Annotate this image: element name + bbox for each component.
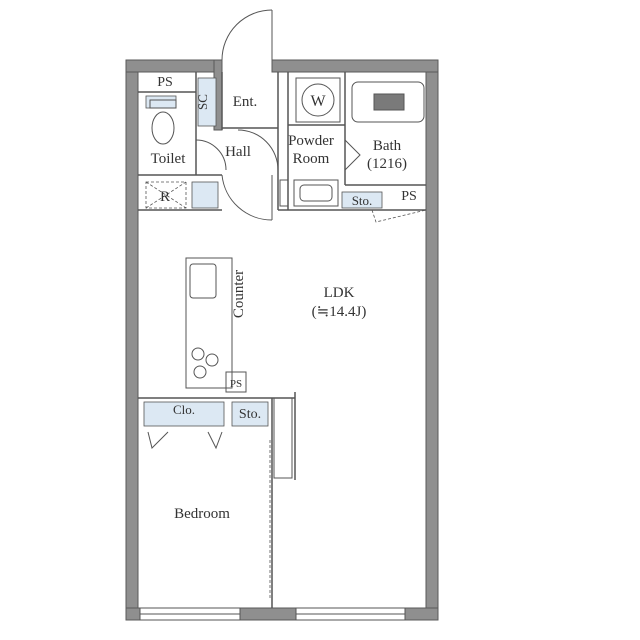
toilet-label: Toilet: [151, 151, 187, 167]
wall-right: [425, 59, 439, 621]
sto-upper-fill: [341, 191, 383, 209]
ldk-label-2: (≒14.4J): [312, 304, 367, 320]
wall-top-right: [271, 59, 439, 73]
wall-bottom-mid: [239, 607, 297, 621]
r-label: R: [160, 189, 170, 205]
outer-walls: [125, 59, 439, 621]
powder-label-2: Room: [293, 151, 330, 167]
w-label: W: [310, 93, 326, 110]
ps-kitchen-label: PS: [230, 378, 242, 390]
r-box: [145, 181, 187, 209]
bath-label-1: Bath: [373, 138, 402, 154]
bath-label-2: (1216): [367, 156, 407, 172]
interior-walls: [138, 72, 426, 608]
storage-fills: [143, 77, 383, 427]
clo-fill: [143, 401, 225, 427]
hall-label: Hall: [225, 144, 251, 160]
hall-door: [221, 174, 273, 221]
clo-label: Clo.: [173, 402, 195, 417]
ent-label: Ent.: [233, 94, 258, 110]
bedroom-label: Bedroom: [174, 506, 230, 522]
sto-upper-label: Sto.: [352, 193, 373, 208]
wall-top-left: [125, 59, 223, 73]
powder-label-1: Powder: [288, 133, 334, 149]
closet-doors: [147, 397, 293, 479]
ps-top-label: PS: [157, 75, 173, 90]
bathtub: [351, 81, 425, 123]
sto-lower-fill: [231, 401, 269, 427]
dashed-areas: [145, 181, 427, 600]
ldk-label-1: LDK: [324, 285, 355, 301]
toilet-door: [195, 139, 227, 171]
washing-machine: [295, 77, 341, 123]
windows-bottom: [139, 607, 406, 621]
wall-bottom-left: [125, 607, 141, 621]
ps-right-label: PS: [401, 189, 417, 204]
wall-left: [125, 59, 139, 621]
kitchen-counter: [185, 257, 247, 393]
entrance-door: [221, 9, 273, 61]
vanity-sink: [279, 179, 339, 207]
sc-label: SC: [195, 94, 210, 110]
toilet-fixture: [149, 99, 177, 145]
sc-closet: [197, 77, 217, 127]
wall-bottom-right: [404, 607, 439, 621]
bath-door: [344, 139, 361, 171]
powder-door: [237, 129, 279, 171]
sto-lower-label: Sto.: [239, 407, 261, 422]
r-closet: [191, 181, 219, 209]
counter-label: Counter: [231, 270, 247, 318]
